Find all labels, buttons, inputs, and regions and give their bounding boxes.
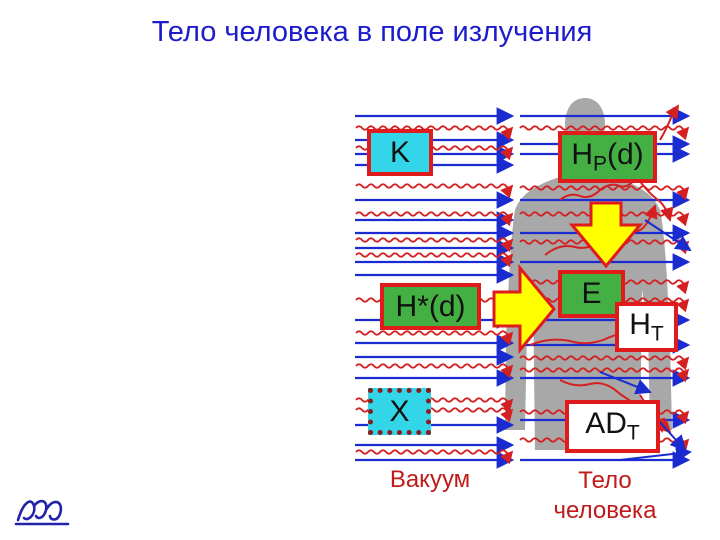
caption-human-body: Тело человека xyxy=(530,466,680,526)
yellow-arrow-down xyxy=(568,201,644,269)
wave-line xyxy=(519,355,690,371)
institution-logo-icon xyxy=(14,499,70,526)
wave-line xyxy=(355,330,514,346)
caption-body-line2: человека xyxy=(553,497,657,524)
wave-line xyxy=(355,211,514,227)
yellow-arrow-right xyxy=(492,263,556,355)
wave-line xyxy=(519,125,690,141)
box-ambient-dose-label: H*(d) xyxy=(395,289,466,323)
wave-line xyxy=(355,237,514,253)
box-personal-dose-label: HP(d) xyxy=(571,137,644,176)
wave-line xyxy=(355,363,514,379)
box-kerma: K xyxy=(367,129,433,176)
caption-vacuum: Вакуум xyxy=(389,466,471,493)
box-exposure: X xyxy=(368,388,431,435)
box-absorbed-dose: ADT xyxy=(565,400,660,453)
wave-line xyxy=(355,125,514,141)
blue-field-arrows-vacuum xyxy=(355,107,515,469)
box-equivalent-dose: HT xyxy=(615,302,678,352)
wave-line xyxy=(355,183,514,199)
box-equivalent-dose-label: HT xyxy=(629,307,664,346)
box-kerma-label: K xyxy=(389,135,410,169)
wave-line xyxy=(355,449,514,465)
box-absorbed-dose-label: ADT xyxy=(585,407,640,445)
box-exposure-label: X xyxy=(389,394,410,428)
wave-line xyxy=(519,367,690,383)
box-effective-dose-label: E xyxy=(581,277,602,310)
slide-title: Тело человека в поле излучения xyxy=(151,16,593,48)
box-ambient-dose-equivalent: H*(d) xyxy=(380,283,481,330)
caption-body-line1: Тело xyxy=(578,467,632,494)
box-effective-dose: E xyxy=(558,270,625,318)
wave-line xyxy=(355,252,514,268)
box-personal-dose-equivalent: HP(d) xyxy=(558,131,657,183)
